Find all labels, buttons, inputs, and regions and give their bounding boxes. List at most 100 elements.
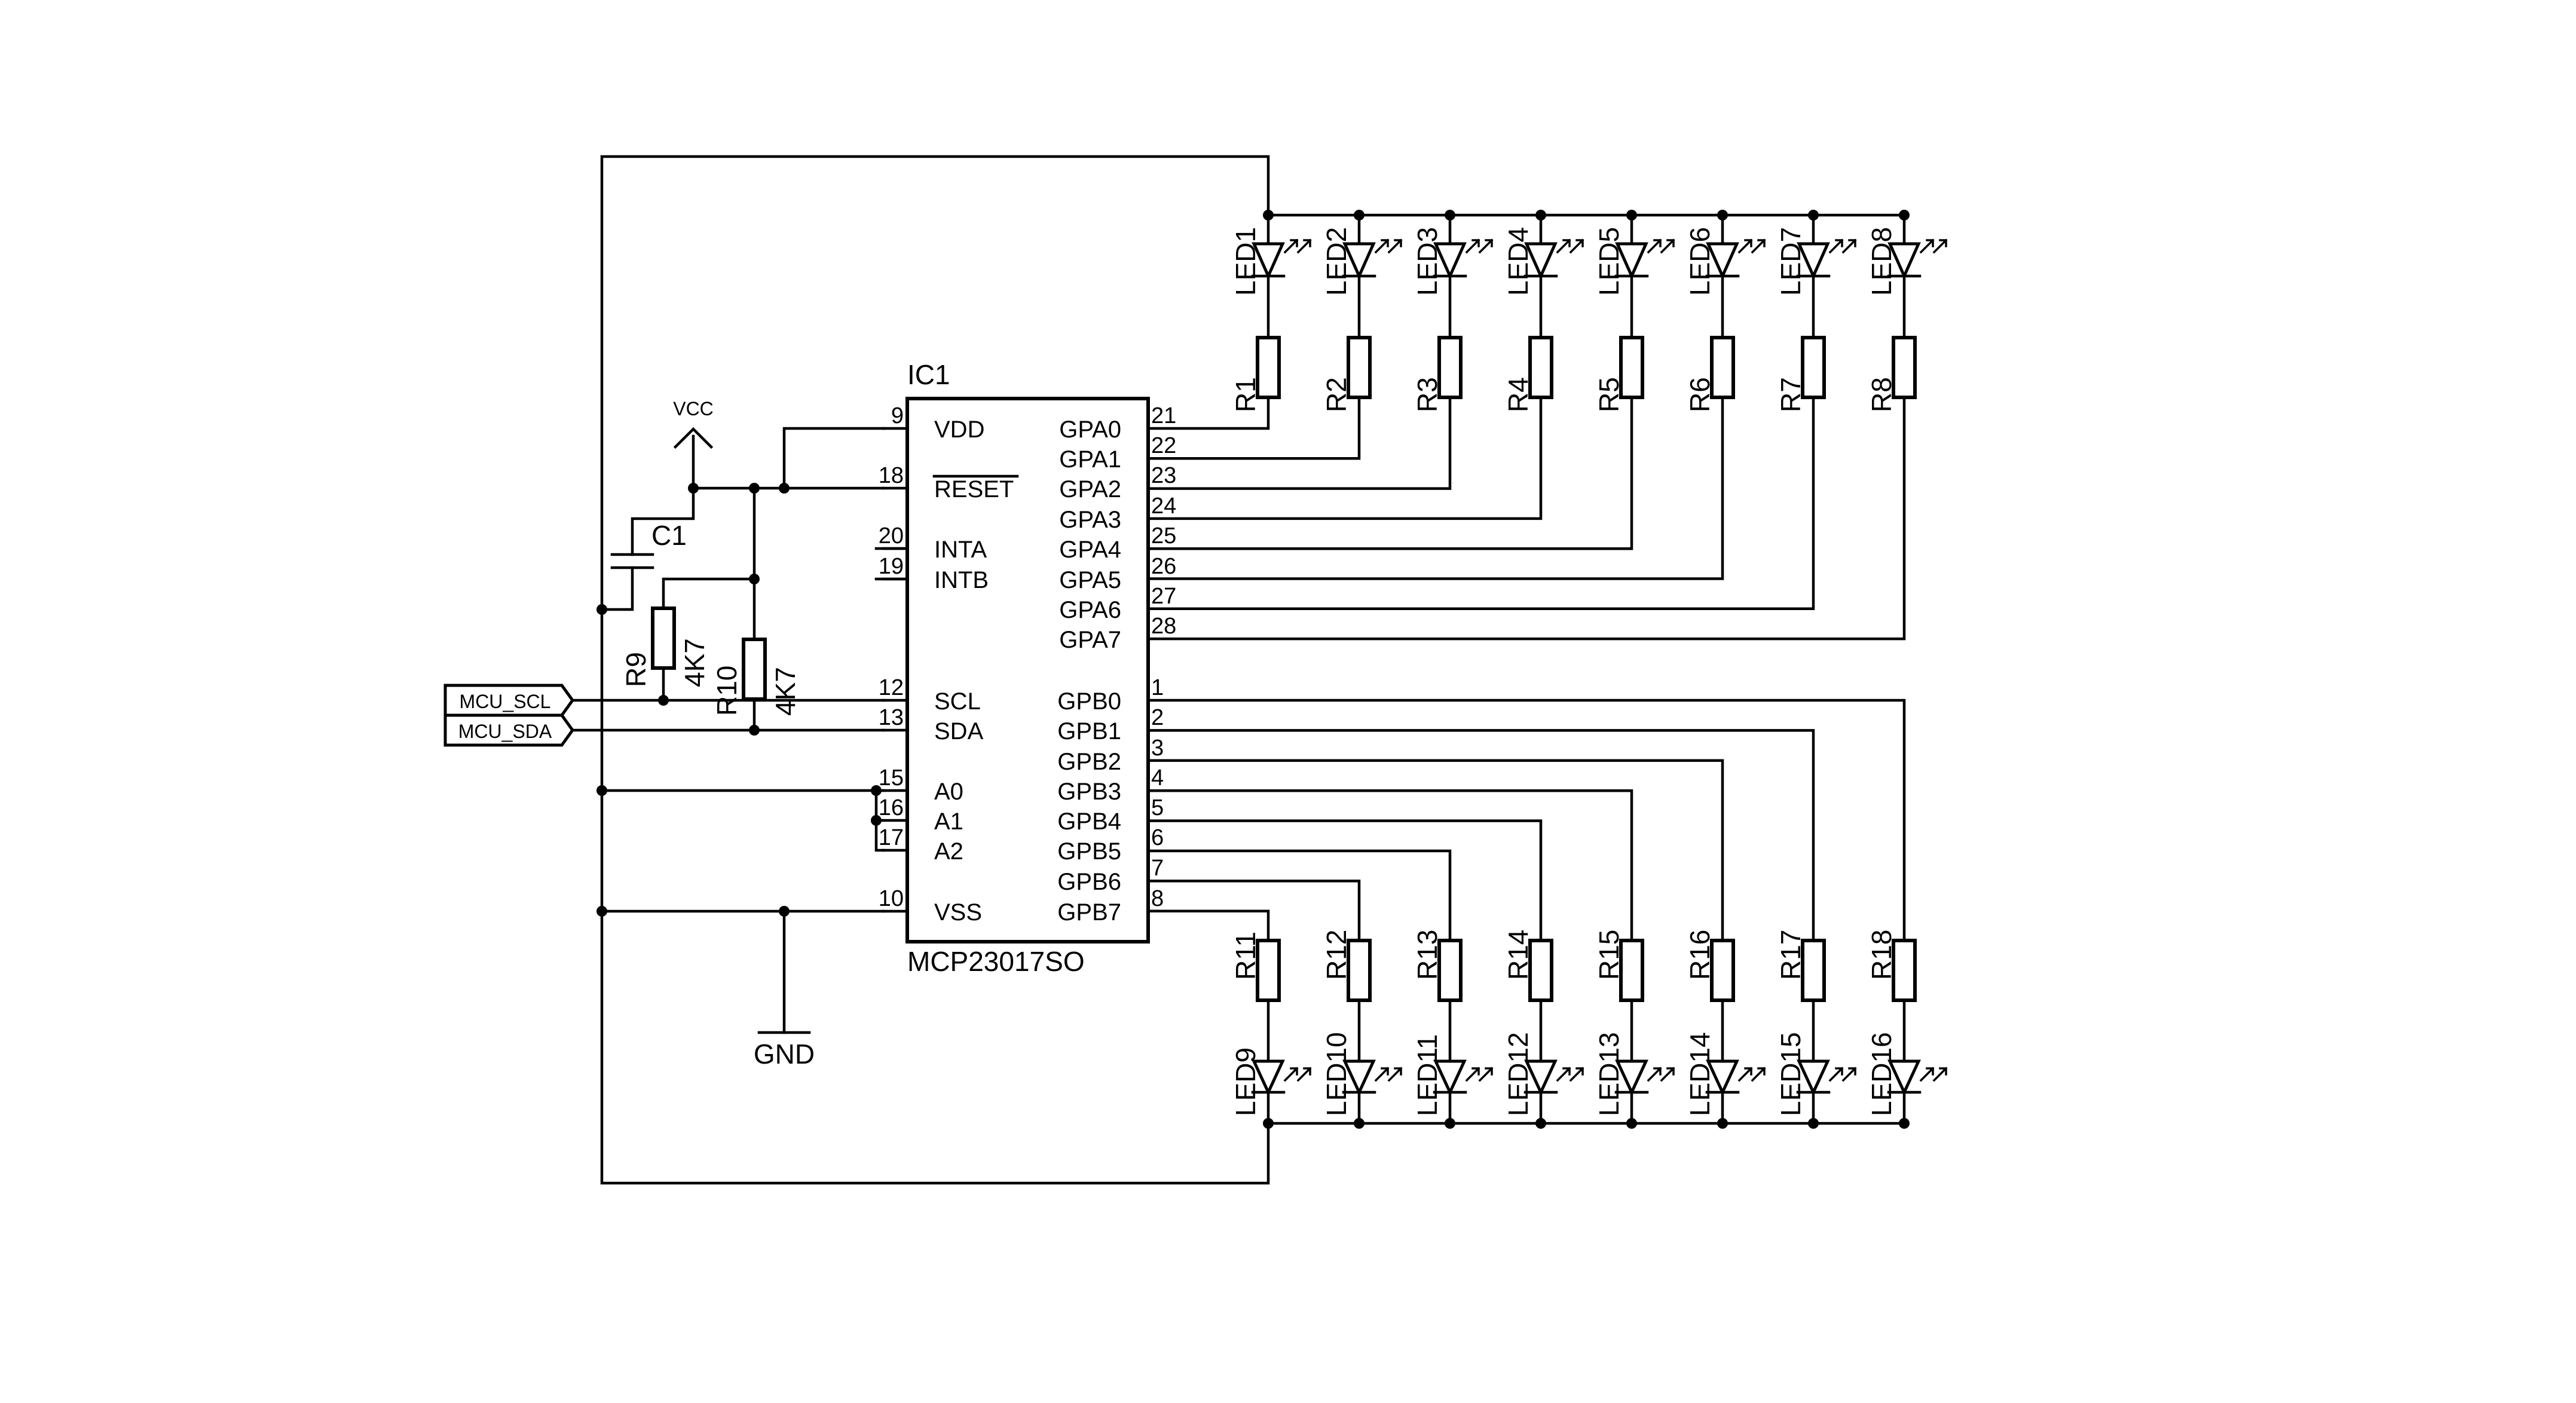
pin-name: SCL xyxy=(934,688,981,715)
pin-num: 21 xyxy=(1151,403,1176,428)
led-symbol xyxy=(1797,242,1830,280)
bottom-led-ref: LED15 xyxy=(1775,1032,1806,1116)
pin-num: 12 xyxy=(879,675,904,700)
top-resistor-ref: R6 xyxy=(1684,377,1715,412)
pin-name: A1 xyxy=(934,808,963,835)
top-led-ref: LED7 xyxy=(1775,227,1806,296)
pin-name: GPB1 xyxy=(1057,718,1121,745)
top-resistor-ref: R3 xyxy=(1412,377,1443,412)
ic1-right-pins: GPA0 GPA1 GPA2 GPA3 GPA4 GPA5 GPA6 GPA7 … xyxy=(1057,403,1176,926)
junction-dot xyxy=(1717,1118,1728,1129)
vcc-label: VCC xyxy=(673,398,714,419)
top-led-ref: LED6 xyxy=(1684,227,1715,296)
pin-num: 22 xyxy=(1151,433,1176,458)
resistor-body xyxy=(1437,336,1463,399)
pin-num: 17 xyxy=(879,825,904,850)
resistor-body xyxy=(1437,939,1463,1002)
bottom-led-ref: LED16 xyxy=(1866,1032,1897,1116)
junction-dot xyxy=(1535,1118,1546,1129)
bottom-resistor-ref: R14 xyxy=(1503,930,1534,980)
top-led-ref: LED5 xyxy=(1593,227,1624,296)
r10-value: 4K7 xyxy=(770,667,801,716)
led-symbol xyxy=(1433,1059,1467,1096)
led-symbol xyxy=(1615,1059,1648,1096)
led-symbol xyxy=(1887,242,1921,280)
led-symbol xyxy=(1252,242,1285,280)
pin-num: 15 xyxy=(879,765,904,791)
pin-name: GPB3 xyxy=(1057,779,1121,805)
pin-name: GPB0 xyxy=(1057,688,1121,715)
pin-name: A2 xyxy=(934,838,963,865)
top-resistor-ref: R5 xyxy=(1593,377,1624,412)
junction-dot xyxy=(1899,1118,1910,1129)
resistor-body xyxy=(1892,939,1917,1002)
top-resistor-ref: R2 xyxy=(1321,377,1352,412)
bottom-resistor-ref: R13 xyxy=(1412,930,1443,980)
top-led-ref: LED8 xyxy=(1866,227,1897,296)
pin-num: 27 xyxy=(1151,584,1176,609)
pin-name: GPA2 xyxy=(1059,476,1121,503)
pin-name: GPB7 xyxy=(1057,899,1121,926)
led-symbol xyxy=(1524,1059,1558,1096)
mcu-sda-port xyxy=(443,713,575,747)
pin-name: GPA5 xyxy=(1059,567,1121,593)
pin-name: INTB xyxy=(934,567,989,593)
led-symbol xyxy=(1524,242,1558,280)
r9-ref: R9 xyxy=(620,652,651,687)
pin-num: 9 xyxy=(891,403,904,428)
bottom-resistor-ref: R15 xyxy=(1593,930,1624,980)
junction-dot xyxy=(1263,1118,1274,1129)
mcu-scl-port xyxy=(443,684,575,717)
pin-num: 2 xyxy=(1151,705,1164,730)
gnd-label: GND xyxy=(754,1039,815,1070)
pin-name: GPA7 xyxy=(1059,627,1121,653)
pin-num: 6 xyxy=(1151,825,1164,850)
resistor-body xyxy=(1710,336,1735,399)
pin-num: 23 xyxy=(1151,463,1176,488)
pin-name: A0 xyxy=(934,779,963,805)
ic1-ref: IC1 xyxy=(907,359,950,390)
pin-name: GPA3 xyxy=(1059,507,1121,533)
pin-name: GPA0 xyxy=(1059,416,1121,443)
led-symbol xyxy=(1797,1059,1830,1096)
pin-name: GPB6 xyxy=(1057,869,1121,895)
r10-body xyxy=(742,638,767,701)
mcu-sda-label: MCU_SDA xyxy=(458,721,552,742)
junction-dot xyxy=(1445,1118,1455,1129)
junction-dot xyxy=(1808,1118,1819,1129)
bottom-led-array: R11LED9R12LED10R13LED11R14LED12R15LED13R… xyxy=(1146,699,1948,1129)
r10-ref: R10 xyxy=(711,666,742,716)
pin-num: 19 xyxy=(879,554,904,579)
led-symbol xyxy=(1887,1059,1921,1096)
left-nets: VCC C1 R9 4K7 R10 4K7 MCU_SCL MCU_SDA xyxy=(443,155,1270,1185)
pin-num: 10 xyxy=(879,886,904,911)
pin-name: SDA xyxy=(934,718,984,745)
pin-name: GPB5 xyxy=(1057,838,1121,865)
bottom-led-ref: LED12 xyxy=(1503,1032,1534,1116)
bottom-led-ref: LED9 xyxy=(1230,1047,1261,1116)
resistor-body xyxy=(1528,939,1553,1002)
pin-name: GPA6 xyxy=(1059,597,1121,623)
bottom-resistor-ref: R16 xyxy=(1684,930,1715,980)
pin-num: 18 xyxy=(879,463,904,488)
pin-num: 1 xyxy=(1151,675,1164,700)
pin-name: RESET xyxy=(934,476,1014,503)
junction-dot xyxy=(1626,1118,1637,1129)
led-symbol xyxy=(1342,1059,1376,1096)
resistor-body xyxy=(1892,336,1917,399)
led-symbol xyxy=(1706,1059,1739,1096)
resistor-body xyxy=(1347,336,1372,399)
